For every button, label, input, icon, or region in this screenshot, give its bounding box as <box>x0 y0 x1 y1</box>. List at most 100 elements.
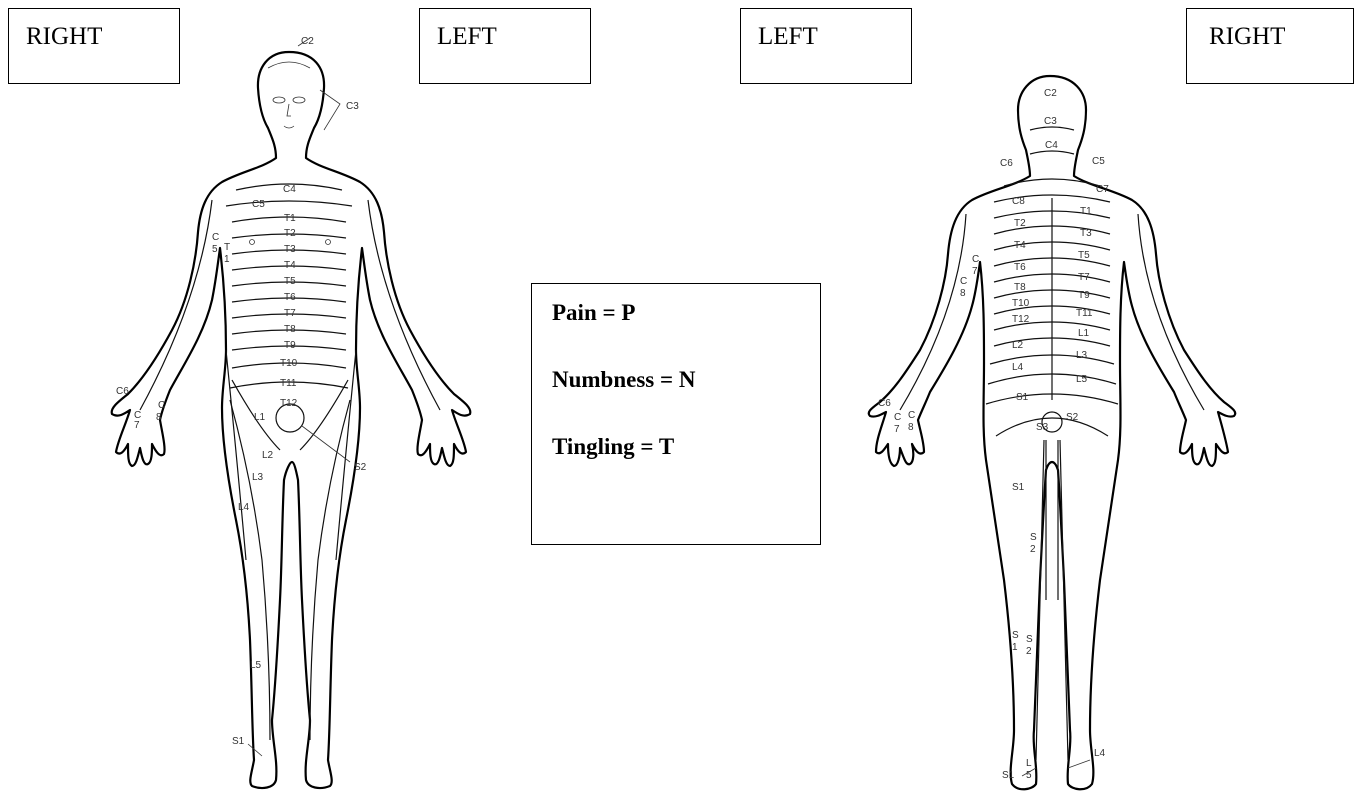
back-label-arm-8: 8 <box>960 288 966 299</box>
back-label-t3: T3 <box>1080 228 1092 239</box>
front-leg-line-right-outer <box>226 350 246 560</box>
back-label-t1: T1 <box>1080 206 1092 217</box>
back-label-s1: S1 <box>1016 392 1029 403</box>
front-s1-leader <box>248 744 262 756</box>
back-l4-leader <box>1068 760 1090 768</box>
back-label-arm-c: C <box>972 254 979 265</box>
back-label-l4: L4 <box>1012 362 1024 373</box>
back-label-leg-2: 2 <box>1030 544 1036 555</box>
back-label-l2: L2 <box>1012 340 1024 351</box>
front-left-eye <box>293 97 305 103</box>
front-label-t12: T12 <box>280 398 298 409</box>
back-label-c2: C2 <box>1044 88 1057 99</box>
front-label-l4: L4 <box>238 502 250 513</box>
back-label-s3: S3 <box>1036 422 1049 433</box>
back-label-t7: T7 <box>1078 272 1090 283</box>
front-label-t10: T10 <box>280 358 298 369</box>
front-label-arm-1: 1 <box>224 254 230 265</box>
back-label-leg-1a: 1 <box>1012 642 1018 653</box>
front-label-arm-t: T <box>224 242 230 253</box>
front-hairline <box>268 62 310 68</box>
front-arm-line-left <box>368 200 440 410</box>
back-band-l2 <box>996 418 1108 436</box>
back-label-hand-c2: C <box>908 410 915 421</box>
back-label-leg-s2a: S <box>1026 634 1033 645</box>
front-s2-leader <box>302 426 350 462</box>
front-label-c6: C6 <box>116 386 129 397</box>
front-label-t2: T2 <box>284 228 296 239</box>
back-label-foot-s1: S1 <box>1002 770 1015 781</box>
back-label-t2: T2 <box>1014 218 1026 229</box>
back-leg-line-left <box>1060 440 1068 760</box>
front-body-outline <box>112 52 471 788</box>
front-label-s2: S2 <box>354 462 367 473</box>
front-label-l3: L3 <box>252 472 264 483</box>
front-label-t8: T8 <box>284 324 296 335</box>
front-right-eye <box>273 97 285 103</box>
back-label-hand-8: 8 <box>908 422 914 433</box>
back-label-leg-2a: 2 <box>1026 646 1032 657</box>
back-label-t11: T11 <box>1076 308 1093 319</box>
back-body-figure: C2 C3 C4 C5 C6 C7 C8 T1 T2 T3 T4 T5 T6 T… <box>869 76 1236 789</box>
front-label-t1: T1 <box>284 213 296 224</box>
front-label-t11: T11 <box>280 378 297 389</box>
front-label-c3: C3 <box>346 101 359 112</box>
back-label-foot-l: L <box>1026 758 1032 769</box>
front-leg-line-left-outer <box>336 350 356 560</box>
back-label-c4: C4 <box>1045 140 1058 151</box>
back-label-l5: L5 <box>1076 374 1088 385</box>
front-label-arm-c: C <box>212 232 219 243</box>
back-label-c3: C3 <box>1044 116 1057 127</box>
back-arm-line-left <box>1138 214 1204 410</box>
back-label-t8: T8 <box>1014 282 1026 293</box>
front-label-l2: L2 <box>262 450 274 461</box>
front-nose <box>287 104 291 116</box>
back-label-t4: T4 <box>1014 240 1026 251</box>
front-band-c5 <box>226 201 352 206</box>
front-label-t9: T9 <box>284 340 296 351</box>
back-label-t6: T6 <box>1014 262 1026 273</box>
back-band-c3 <box>1030 151 1074 154</box>
front-label-t3: T3 <box>284 244 296 255</box>
back-leg-line-right <box>1036 440 1044 760</box>
back-label-c7: C7 <box>1096 184 1109 195</box>
front-label-t5: T5 <box>284 276 296 287</box>
back-label-hand-7: 7 <box>894 424 900 435</box>
back-label-leg-s1a: S <box>1012 630 1019 641</box>
back-label-t12: T12 <box>1012 314 1030 325</box>
front-label-c5: C5 <box>252 199 265 210</box>
front-label-s1: S1 <box>232 736 245 747</box>
front-label-t7: T7 <box>284 308 296 319</box>
back-label-s2: S2 <box>1066 412 1079 423</box>
back-label-leg-s1: S1 <box>1012 482 1025 493</box>
front-label-t4: T4 <box>284 260 296 271</box>
back-band-c2 <box>1030 127 1074 130</box>
front-label-arm-5: 5 <box>212 244 218 255</box>
back-label-arm-7: 7 <box>972 266 978 277</box>
front-band-l1-left <box>300 380 348 450</box>
back-label-hand-c6: C6 <box>878 398 891 409</box>
back-label-c5: C5 <box>1092 156 1105 167</box>
back-band-c4 <box>1004 179 1100 186</box>
front-mouth <box>284 126 294 128</box>
front-label-c8-num: 8 <box>156 412 162 423</box>
back-label-t9: T9 <box>1078 290 1090 301</box>
front-left-nipple <box>326 240 331 245</box>
back-label-arm-c2: C <box>960 276 967 287</box>
back-label-leg-s: S <box>1030 532 1037 543</box>
back-label-hand-c: C <box>894 412 901 423</box>
front-label-l1: L1 <box>254 412 266 423</box>
front-label-c8: C <box>158 400 165 411</box>
back-arm-line-right <box>900 214 966 410</box>
back-label-c6: C6 <box>1000 158 1013 169</box>
front-label-t6: T6 <box>284 292 296 303</box>
back-label-t10: T10 <box>1012 298 1030 309</box>
back-label-t5: T5 <box>1078 250 1090 261</box>
front-label-c7-num: 7 <box>134 420 140 431</box>
front-body-figure: C2 C3 C4 C5 T1 T2 T3 T4 T5 T6 T7 T8 T9 T… <box>112 36 471 788</box>
back-body-outline <box>869 76 1236 789</box>
back-label-foot-5: 5 <box>1026 770 1032 781</box>
back-label-l1: L1 <box>1078 328 1090 339</box>
front-right-nipple <box>250 240 255 245</box>
